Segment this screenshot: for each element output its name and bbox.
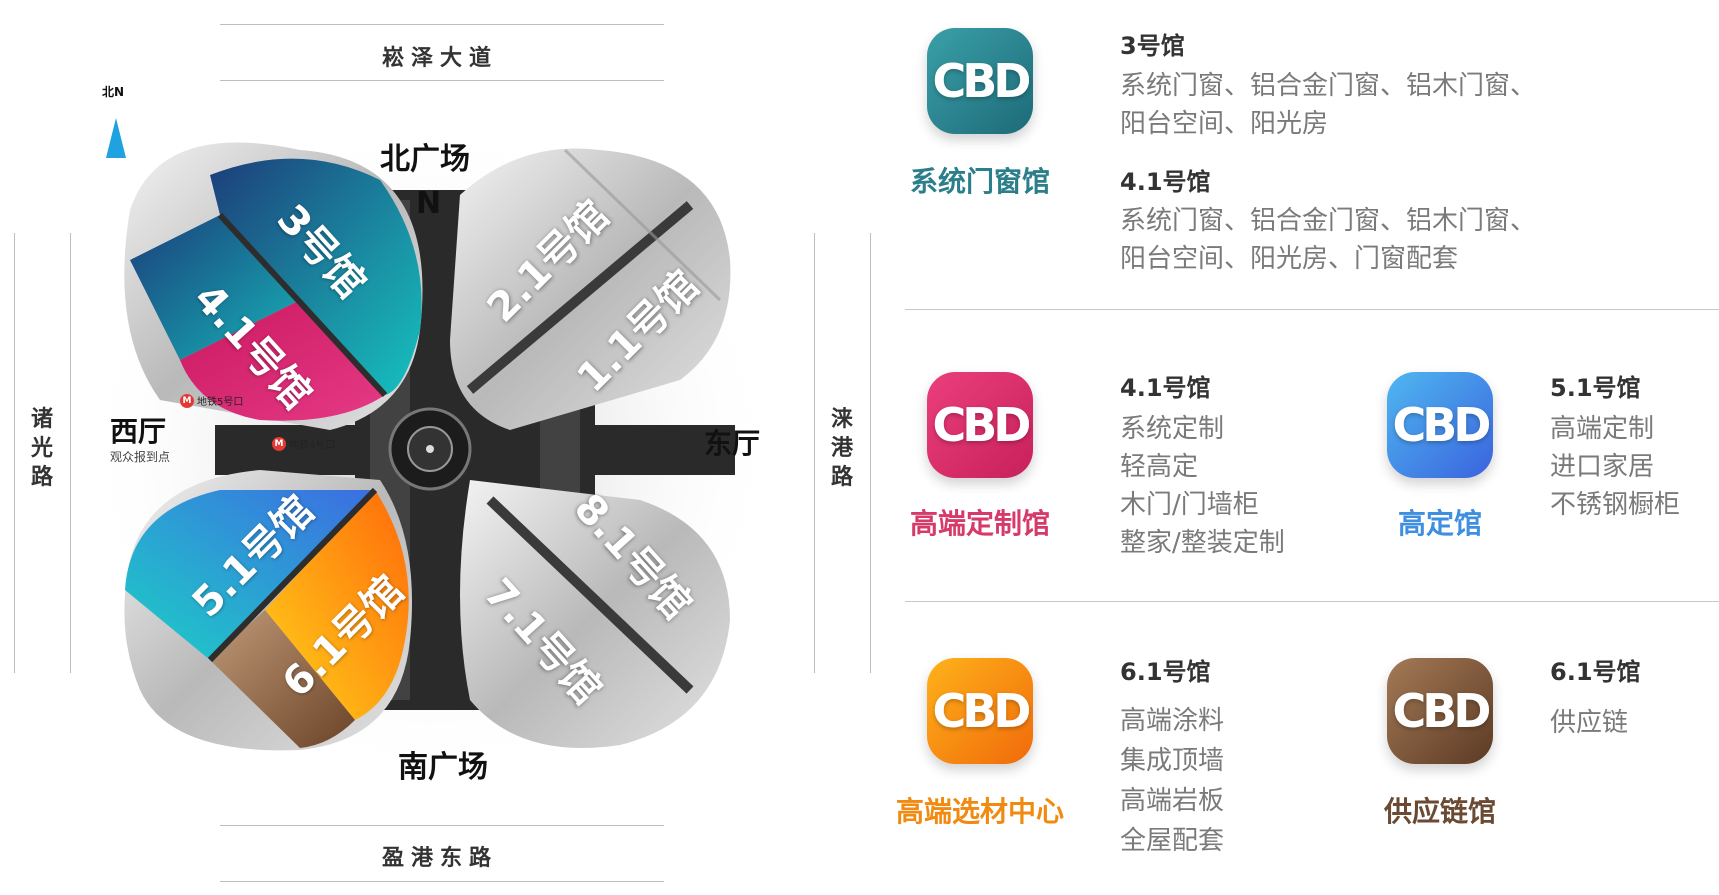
legend-divider-1 <box>905 309 1719 310</box>
legend-divider-2 <box>905 601 1719 602</box>
pavilion-high-end-custom-name: 高端定制馆 <box>909 507 1050 540</box>
pavilion-material-center-hall: 6.1号馆 <box>1120 658 1211 686</box>
pavilion-system-windows-name: 系统门窗馆 <box>909 165 1050 198</box>
pavilion-system-windows-hall-2: 4.1号馆 <box>1120 168 1211 196</box>
hall-4-1-area[interactable] <box>180 300 385 421</box>
logo-text: CBD <box>932 684 1031 738</box>
pavilion-material-center-item: 高端岩板 <box>1120 786 1225 816</box>
road-east-line-left <box>814 233 815 673</box>
metro-exit-4-label: 地铁4号口 <box>289 440 336 451</box>
north-plaza-letter: N <box>416 186 442 221</box>
metro-icon: M <box>272 436 286 451</box>
road-south-label: 盈港东路 <box>382 846 499 871</box>
road-south-line-bottom <box>220 881 664 882</box>
pavilion-high-end-custom-hall: 4.1号馆 <box>1120 374 1211 402</box>
road-west-line-right <box>70 233 71 673</box>
logo-text: CBD <box>932 398 1031 452</box>
road-east-label: 涞港路 <box>830 407 853 490</box>
logo-text: CBD <box>1392 398 1491 452</box>
pavilion-material-center-item: 全屋配套 <box>1120 826 1225 856</box>
road-south-line-top <box>220 825 664 826</box>
metro-exit-4: M 地铁4号口 <box>272 436 335 451</box>
hall-3-area[interactable] <box>210 158 422 395</box>
logo-supply-chain: CBD <box>1387 658 1493 764</box>
road-east-line-right <box>870 233 871 673</box>
venue-map <box>80 118 780 780</box>
road-north-line-top <box>220 24 664 25</box>
petal-northwest <box>124 142 423 430</box>
road-north-line-bottom <box>220 80 664 81</box>
logo-text: CBD <box>1392 684 1491 738</box>
west-hall-label: 西厅 <box>110 415 167 448</box>
pavilion-high-end-custom-item: 木门/门墙柜 <box>1120 490 1259 520</box>
hall-5-1-area[interactable] <box>125 490 375 660</box>
logo-system-windows: CBD <box>927 28 1033 134</box>
pavilion-material-center-name: 高端选材中心 <box>895 795 1064 828</box>
pavilion-system-windows-item: 系统门窗、铝合金门窗、铝木门窗、 <box>1120 71 1537 101</box>
logo-high-end-custom: CBD <box>927 372 1033 478</box>
pavilion-system-windows-item: 阳台空间、阳光房、门窗配套 <box>1120 244 1459 274</box>
pavilion-system-windows-item: 系统门窗、铝合金门窗、铝木门窗、 <box>1120 206 1537 236</box>
pavilion-supply-chain-name: 供应链馆 <box>1383 795 1496 828</box>
south-plaza-label: 南广场 <box>398 750 488 785</box>
pavilion-haute-custom-item: 进口家居 <box>1550 452 1655 482</box>
north-arrow-icon <box>106 118 126 158</box>
west-hall-sub: 观众报到点 <box>110 450 171 464</box>
pavilion-high-end-custom-item: 轻高定 <box>1120 452 1199 482</box>
hall-6-1-area[interactable] <box>265 490 409 720</box>
pavilion-material-center-item: 集成顶墙 <box>1120 746 1225 776</box>
pavilion-supply-chain-hall: 6.1号馆 <box>1550 658 1641 686</box>
pavilion-system-windows-item: 阳台空间、阳光房 <box>1120 109 1329 139</box>
north-label: 北N <box>102 85 125 99</box>
supply-chain-area[interactable] <box>210 610 355 748</box>
road-north-label: 崧泽大道 <box>382 46 499 71</box>
petal-northeast <box>450 148 731 430</box>
central-hall-cross <box>215 425 735 475</box>
metro-exit-5: M 地铁5号口 <box>180 393 243 408</box>
road-west-label: 诸光路 <box>30 407 53 490</box>
pavilion-high-end-custom-item: 整家/整装定制 <box>1120 528 1285 558</box>
pavilion-high-end-custom-item: 系统定制 <box>1120 414 1225 444</box>
pavilion-haute-custom-name: 高定馆 <box>1397 507 1482 540</box>
logo-text: CBD <box>932 54 1031 108</box>
pavilion-system-windows-hall-1: 3号馆 <box>1120 32 1185 60</box>
metro-exit-5-label: 地铁5号口 <box>197 397 244 408</box>
petal-southeast <box>460 480 730 748</box>
pavilion-haute-custom-hall: 5.1号馆 <box>1550 374 1641 402</box>
pavilion-material-center-item: 高端涂料 <box>1120 706 1225 736</box>
pavilion-haute-custom-item: 高端定制 <box>1550 414 1655 444</box>
logo-material-center: CBD <box>927 658 1033 764</box>
east-hall-label: 东厅 <box>704 427 761 460</box>
pavilion-haute-custom-item: 不锈钢橱柜 <box>1550 490 1681 520</box>
road-west-line-left <box>14 233 15 673</box>
pavilion-supply-chain-item: 供应链 <box>1550 708 1629 738</box>
metro-icon: M <box>180 393 194 408</box>
north-plaza-label: 北广场 <box>380 142 470 177</box>
logo-haute-custom: CBD <box>1387 372 1493 478</box>
petal-southwest <box>124 470 412 751</box>
